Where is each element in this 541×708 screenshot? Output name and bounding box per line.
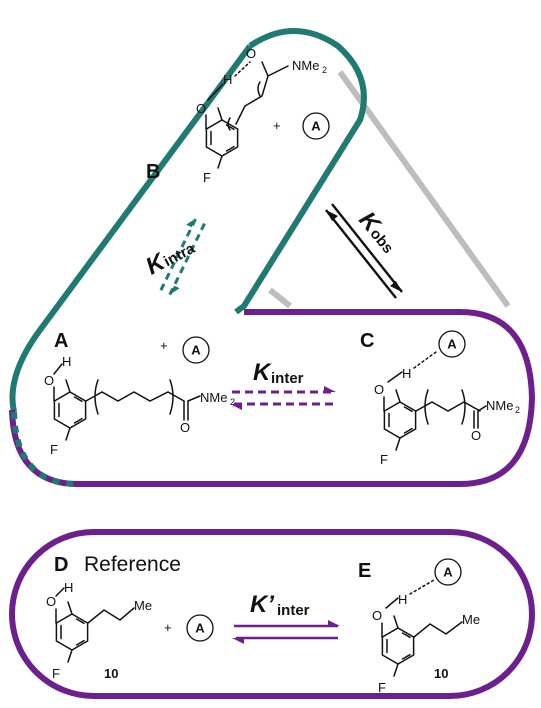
acceptor-circle (302, 112, 330, 140)
atom-o: O (44, 373, 54, 388)
intramolecular-region-outline (234, 28, 367, 315)
methyl-group: Me (134, 598, 152, 613)
k-intra-subscript: intra (161, 240, 198, 271)
atom-o: O (196, 101, 206, 116)
atom-h: H (64, 580, 73, 595)
acceptor-label: A (191, 343, 201, 358)
atom-o: O (374, 382, 384, 397)
amide-nme2: NMe (292, 58, 319, 73)
state-label-a: A (54, 330, 68, 352)
k-obs-label: K obs (353, 207, 396, 257)
state-label-b: B (146, 161, 160, 183)
gray-connector-band (268, 70, 511, 309)
overlap-dashed-edge (11, 411, 79, 487)
acceptor-circle (182, 336, 210, 364)
atom-f: F (52, 666, 60, 681)
methyl-group: Me (462, 612, 480, 627)
state-e-molecule: O H A Me F 10 (372, 558, 480, 695)
atom-f: F (380, 452, 388, 467)
k-inter-subscript: inter (271, 370, 304, 387)
k-inter-equilibrium (230, 386, 336, 410)
reference-region-outline (9, 529, 535, 699)
state-d-molecule: O H Me F 10 + A (46, 580, 214, 681)
atom-f: F (203, 170, 211, 185)
atom-o: O (471, 428, 481, 443)
state-b-molecule: O H O NMe 2 F + A (196, 46, 330, 185)
atom-h: H (62, 354, 71, 369)
k-intra-label: K intra (141, 240, 198, 281)
atom-h: H (398, 592, 407, 607)
atom-f: F (50, 442, 58, 457)
acceptor-label: A (311, 119, 321, 134)
atom-h: H (402, 366, 411, 381)
state-c-molecule: O H A O NMe 2 F (374, 330, 520, 467)
k-obs-equilibrium (325, 203, 403, 299)
state-a-molecule: O H O NMe 2 F + A (44, 336, 235, 457)
compound-number: 10 (104, 666, 118, 681)
atom-o: O (372, 608, 382, 623)
state-label-c: C (360, 330, 374, 352)
state-label-d: D (54, 554, 68, 576)
amide-nme2: NMe (486, 398, 513, 413)
amide-nme2-subscript: 2 (515, 405, 520, 415)
k-prime-inter-main: K’ (250, 591, 274, 618)
compound-number: 10 (434, 666, 448, 681)
k-intra-equilibrium (159, 217, 207, 296)
acceptor-circle (438, 330, 466, 358)
acceptor-label: A (447, 337, 457, 352)
amide-nme2: NMe (200, 390, 227, 405)
acceptor-label: A (195, 621, 205, 636)
plus-sign: + (160, 338, 168, 353)
plus-sign: + (164, 620, 172, 635)
state-label-e: E (358, 560, 371, 582)
k-prime-inter-subscript: inter (277, 602, 310, 619)
intramolecular-region-left (9, 44, 253, 413)
atom-o: O (246, 46, 256, 61)
amide-nme2-subscript: 2 (230, 397, 235, 407)
plus-sign: + (273, 118, 281, 133)
atom-o: O (46, 594, 56, 609)
k-prime-inter-equilibrium (232, 620, 340, 644)
acceptor-circle (434, 558, 462, 586)
acceptor-circle (186, 614, 214, 642)
reference-label: Reference (84, 553, 181, 576)
k-inter-main: K (253, 359, 272, 386)
atom-h: H (223, 72, 232, 87)
atom-o: O (180, 420, 190, 435)
amide-nme2-subscript: 2 (322, 65, 327, 75)
acceptor-label: A (443, 565, 453, 580)
atom-f: F (378, 680, 386, 695)
